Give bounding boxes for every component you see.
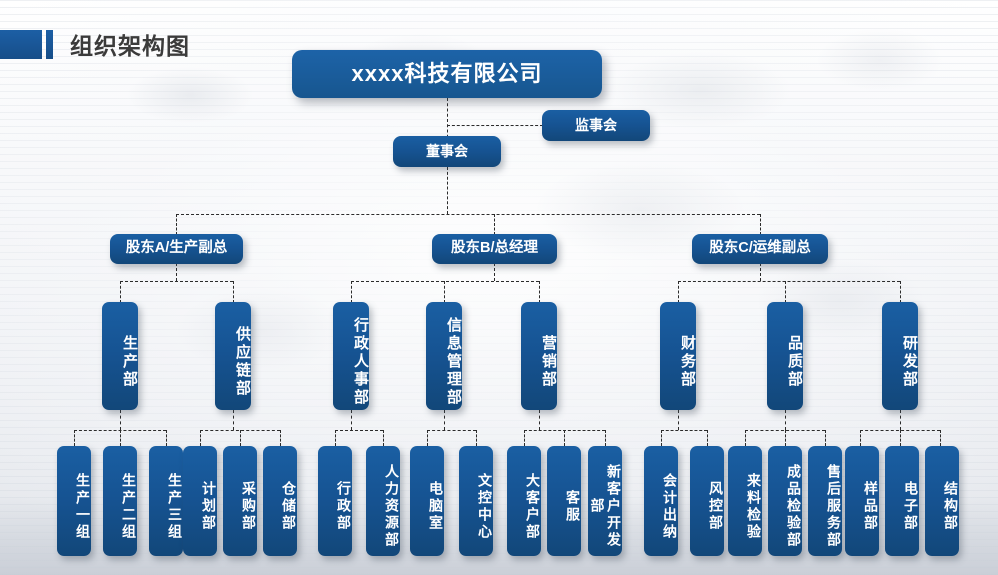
connector-dept1-trunk <box>120 410 121 430</box>
connector-dept8-trunk <box>900 410 901 430</box>
node-sub-purchasing[interactable]: 采购部 <box>223 446 257 556</box>
node-sub-production-team-2[interactable]: 生产二组 <box>103 446 137 556</box>
node-sub-planning[interactable]: 计划部 <box>183 446 217 556</box>
connector-dept1-drop-2 <box>120 430 121 446</box>
node-sub-computer-room[interactable]: 电脑室 <box>410 446 444 556</box>
connector-dept4-trunk <box>444 410 445 430</box>
node-shareholder-c[interactable]: 股东C/运维副总 <box>692 234 828 264</box>
connector-dept8-drop-3 <box>940 430 941 446</box>
connector-b-trunk <box>494 263 495 281</box>
page-title: 组织架构图 <box>70 33 190 59</box>
node-sub-warehouse[interactable]: 仓储部 <box>263 446 297 556</box>
node-sub-production-team-1[interactable]: 生产一组 <box>57 446 91 556</box>
connector-dept2-drop-1 <box>200 430 201 446</box>
node-dept-marketing[interactable]: 营销部 <box>521 302 557 410</box>
connector-b-bus <box>351 281 539 282</box>
node-sub-incoming-inspection[interactable]: 来料检验 <box>728 446 762 556</box>
node-sub-finished-goods-inspection[interactable]: 成品检验部 <box>768 446 802 556</box>
connector-dept2-trunk <box>233 410 234 430</box>
node-sub-new-customer-development[interactable]: 新客户开发部 <box>588 446 622 556</box>
node-board-of-directors[interactable]: 董事会 <box>393 136 501 167</box>
node-sub-key-account[interactable]: 大客户部 <box>507 446 541 556</box>
connector-bus-drop-c <box>760 214 761 235</box>
connector-c-drop-1 <box>678 281 679 303</box>
connector-dept6-bus <box>661 430 707 431</box>
connector-root-to-supervisory <box>447 125 543 126</box>
connector-dept5-drop-3 <box>605 430 606 446</box>
connector-a-bus <box>120 281 233 282</box>
node-sub-customer-service[interactable]: 客服 <box>547 446 581 556</box>
title-accent-thin-bar <box>46 29 53 59</box>
node-sub-electronics[interactable]: 电子部 <box>885 446 919 556</box>
node-dept-production[interactable]: 生产部 <box>102 302 138 410</box>
node-dept-information-management[interactable]: 信息管理部 <box>426 302 462 410</box>
connector-dept3-drop-2 <box>383 430 384 446</box>
connector-c-drop-3 <box>900 281 901 303</box>
connector-dept3-drop-1 <box>335 430 336 446</box>
node-dept-quality[interactable]: 品质部 <box>767 302 803 410</box>
connector-dept6-drop-2 <box>707 430 708 446</box>
connector-b-drop-2 <box>444 281 445 303</box>
node-sub-administration[interactable]: 行政部 <box>318 446 352 556</box>
page-header: 组织架构图 <box>0 24 190 64</box>
connector-dept4-drop-1 <box>427 430 428 446</box>
node-dept-finance[interactable]: 财务部 <box>660 302 696 410</box>
connector-dept5-drop-2 <box>564 430 565 446</box>
connector-dept3-bus <box>335 430 383 431</box>
connector-dept4-drop-2 <box>476 430 477 446</box>
node-sub-production-team-3[interactable]: 生产三组 <box>149 446 183 556</box>
node-dept-supply-chain[interactable]: 供应链部 <box>215 302 251 410</box>
connector-bus-drop-b <box>494 214 495 235</box>
node-supervisory-board[interactable]: 监事会 <box>542 110 650 141</box>
connector-dept7-drop-2 <box>785 430 786 446</box>
connector-dept4-bus <box>427 430 476 431</box>
node-sub-risk-control[interactable]: 风控部 <box>690 446 724 556</box>
node-sub-after-sales-service[interactable]: 售后服务部 <box>808 446 842 556</box>
node-sub-document-control-center[interactable]: 文控中心 <box>459 446 493 556</box>
connector-dept7-trunk <box>785 410 786 430</box>
connector-dept8-drop-1 <box>860 430 861 446</box>
connector-level2-bus <box>176 214 760 215</box>
node-sub-sample[interactable]: 样品部 <box>845 446 879 556</box>
connector-board-trunk <box>447 167 448 214</box>
connector-dept5-trunk <box>539 410 540 430</box>
node-shareholder-b[interactable]: 股东B/总经理 <box>432 234 557 264</box>
node-dept-admin-hr[interactable]: 行政人事部 <box>333 302 369 410</box>
connector-c-drop-2 <box>785 281 786 303</box>
connector-dept1-drop-3 <box>166 430 167 446</box>
connector-dept1-drop-1 <box>74 430 75 446</box>
connector-dept7-drop-1 <box>745 430 746 446</box>
node-sub-structure[interactable]: 结构部 <box>925 446 959 556</box>
title-accent-wide-bar <box>0 29 42 59</box>
connector-dept8-drop-2 <box>900 430 901 446</box>
node-sub-human-resources[interactable]: 人力资源部 <box>366 446 400 556</box>
connector-dept6-trunk <box>678 410 679 430</box>
connector-dept2-drop-3 <box>280 430 281 446</box>
connector-c-bus <box>678 281 900 282</box>
connector-b-drop-1 <box>351 281 352 303</box>
connector-b-drop-3 <box>539 281 540 303</box>
node-root-company[interactable]: xxxx科技有限公司 <box>292 50 602 98</box>
connector-a-trunk <box>176 263 177 281</box>
connector-dept7-drop-3 <box>825 430 826 446</box>
connector-dept6-drop-1 <box>661 430 662 446</box>
node-dept-research-development[interactable]: 研发部 <box>882 302 918 410</box>
connector-c-trunk <box>760 263 761 281</box>
connector-dept2-drop-2 <box>240 430 241 446</box>
connector-a-drop-2 <box>233 281 234 303</box>
node-shareholder-a[interactable]: 股东A/生产副总 <box>110 234 243 264</box>
connector-dept5-drop-1 <box>524 430 525 446</box>
connector-a-drop-1 <box>120 281 121 303</box>
connector-bus-drop-a <box>176 214 177 235</box>
node-sub-accounting-cashier[interactable]: 会计出纳 <box>644 446 678 556</box>
connector-root-trunk <box>447 98 448 143</box>
connector-dept3-trunk <box>351 410 352 430</box>
